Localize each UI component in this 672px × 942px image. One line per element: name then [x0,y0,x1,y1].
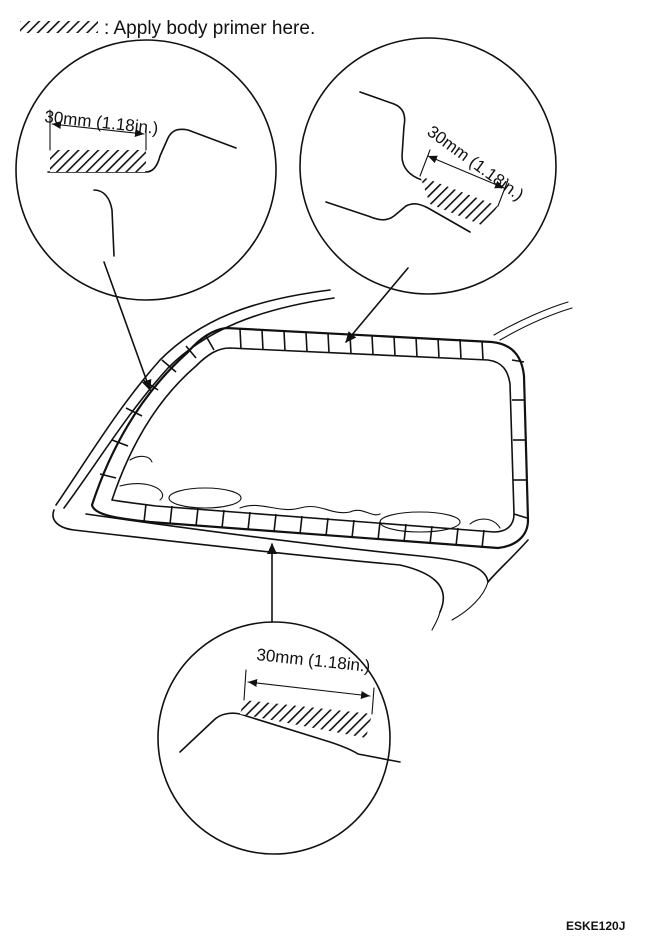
dimension-label: 30mm (1.18in.) [44,107,160,138]
callout-bottom: 30mm (1.18in.) [157,621,401,855]
callout-top-left: 30mm (1.18in.) [15,39,277,301]
interior-dashboard [119,455,501,533]
primer-band-ticks [99,328,528,549]
primer-hatch-area [50,150,146,172]
hatch-legend-icon [20,21,98,33]
figure-code: ESKE120J [566,919,625,933]
leader-arrow-top-right [345,267,409,343]
legend-text: : Apply body primer here. [104,18,315,39]
windshield-opening [90,326,530,550]
magnifier-circle [15,39,277,301]
vehicle-body [52,289,573,631]
primer-hatch-area [240,700,372,738]
windshield-outer-edge [90,326,530,550]
legend: : Apply body primer here. [20,18,315,39]
dimension-label: 30mm (1.18in.) [256,645,372,676]
magnifier-circle [157,621,391,855]
leader-arrow-top-left [103,261,152,391]
callout-top-right: 30mm (1.18in.) [299,37,557,295]
windshield-inner-edge [111,347,515,533]
magnifier-circle [299,37,557,295]
primer-hatch-area [420,176,498,226]
